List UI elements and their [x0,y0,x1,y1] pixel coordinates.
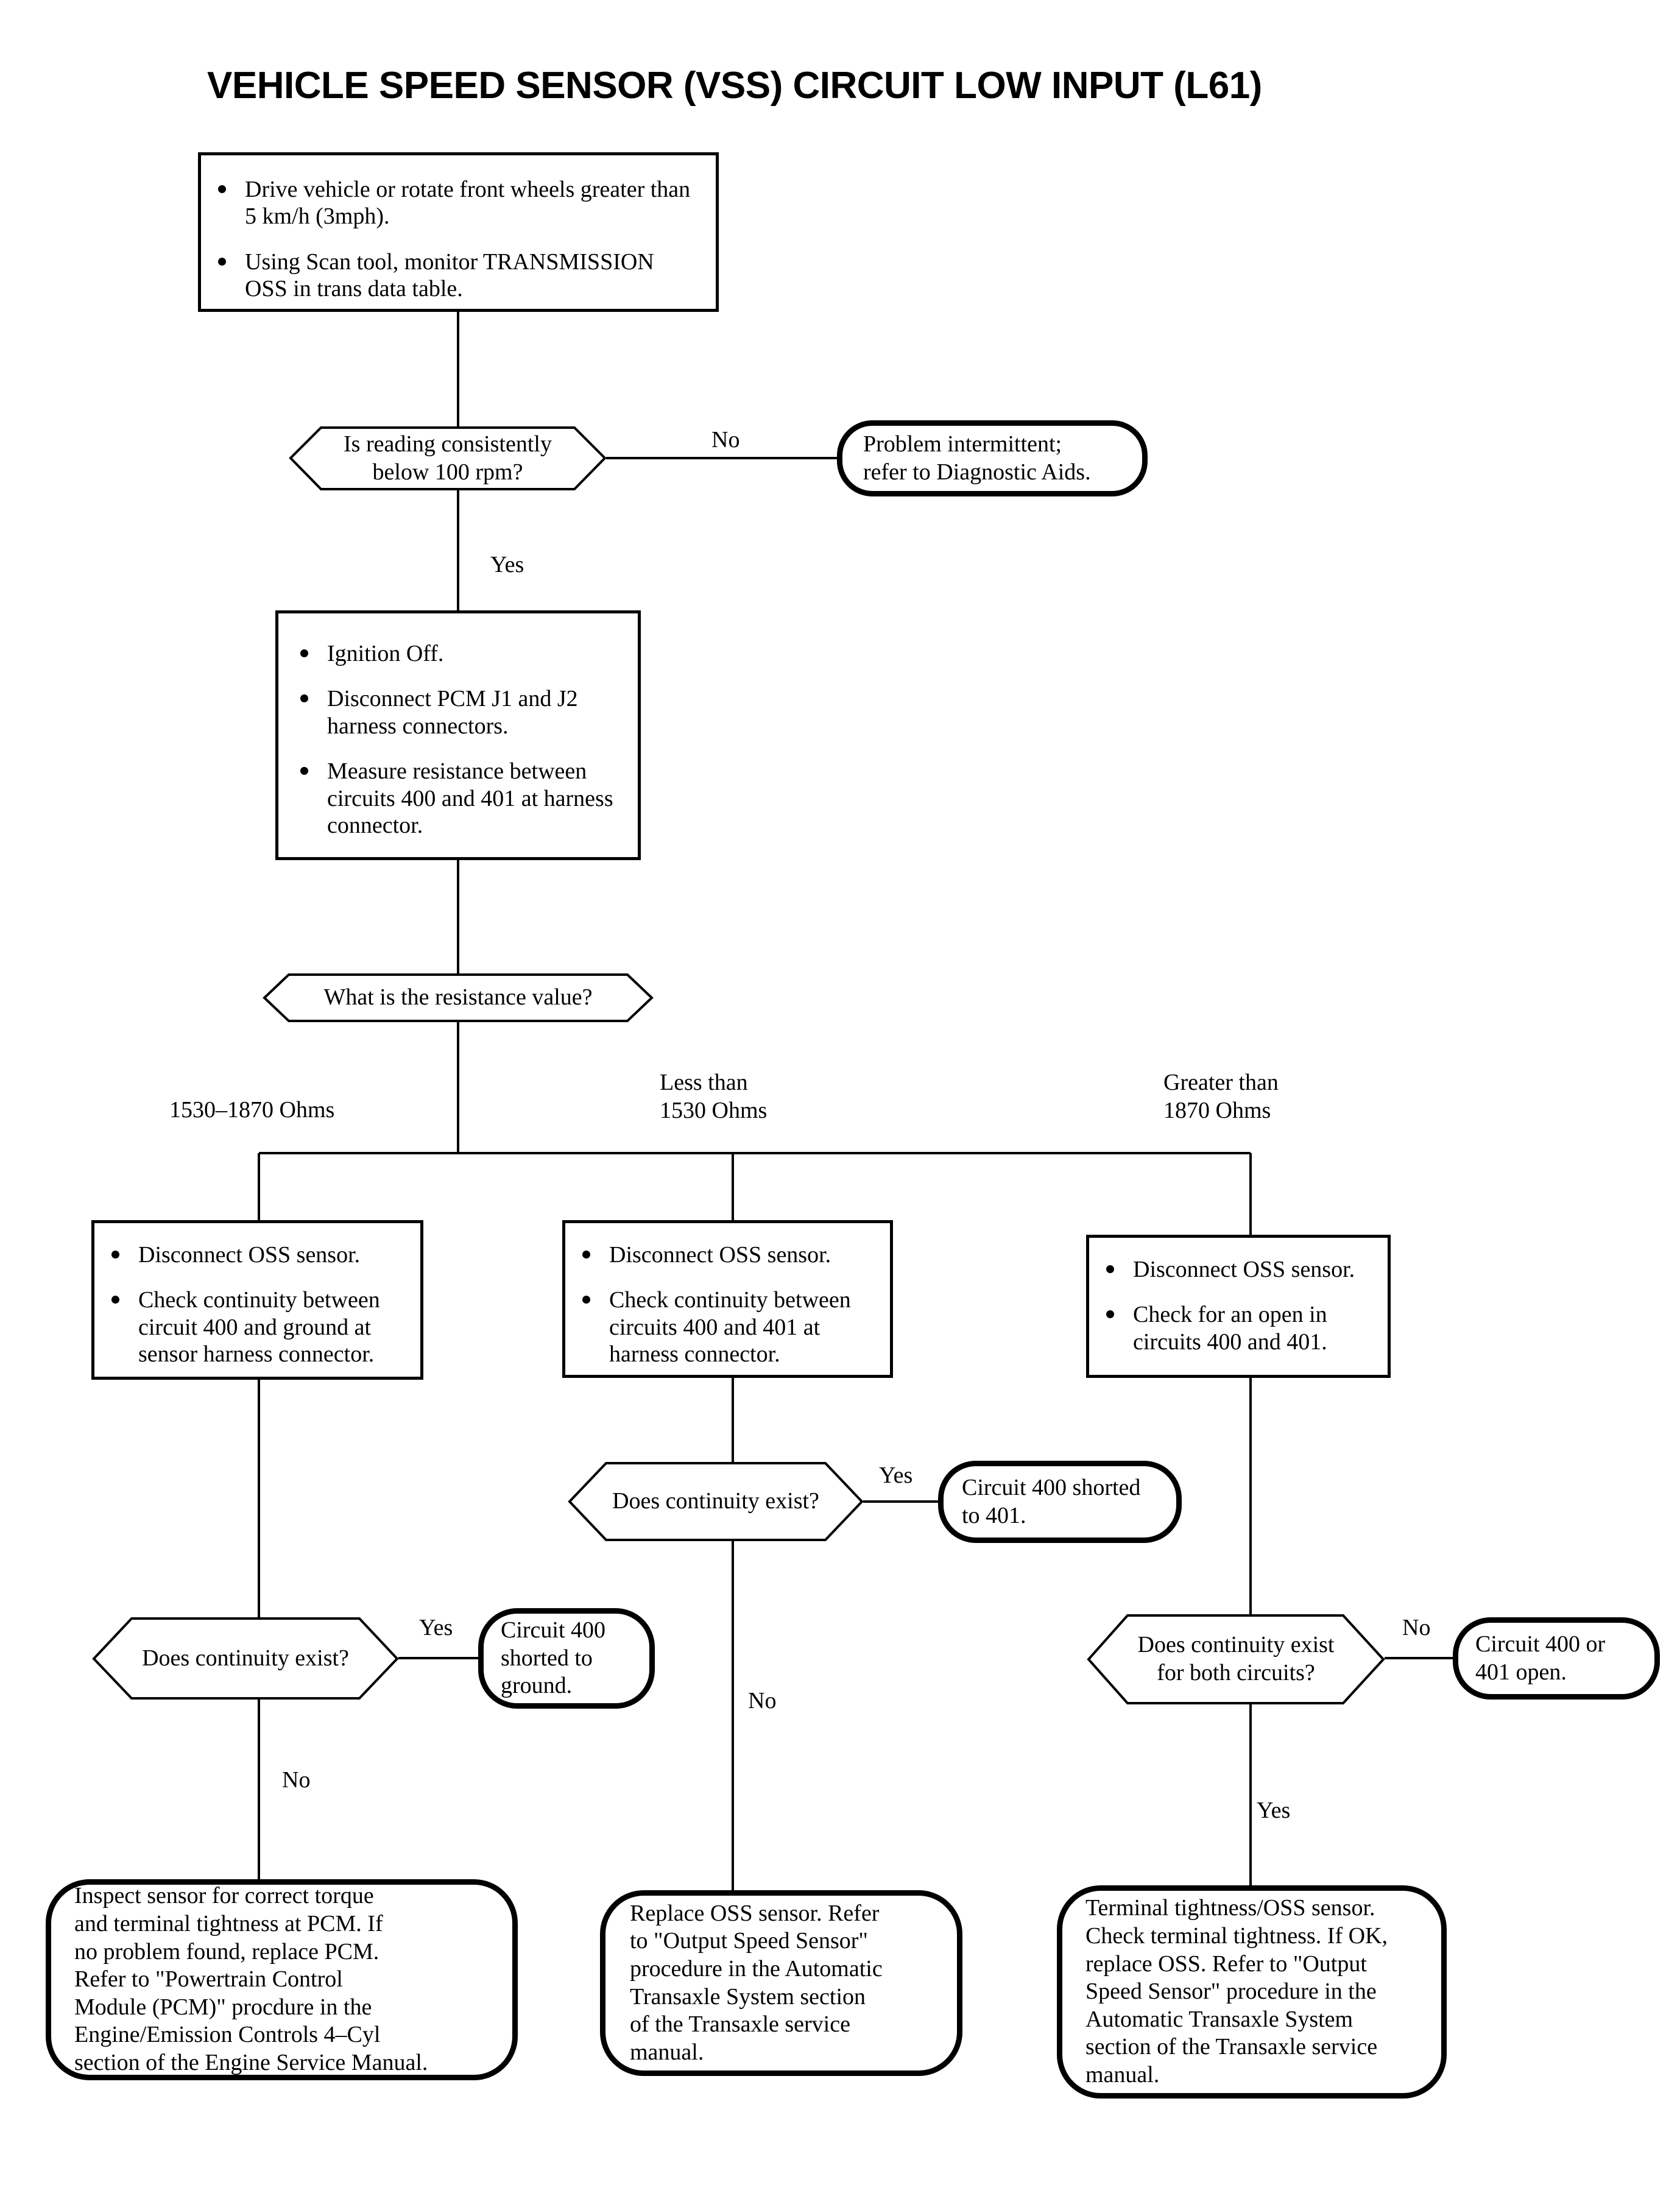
terminator-text: Replace OSS sensor. Refer to "Output Spe… [630,1900,883,2065]
bullet-item: Check continuity between circuit 400 and… [101,1287,407,1368]
process-box-right-open-check: Disconnect OSS sensor. Check for an open… [1086,1235,1391,1378]
edge-label-right-no: No [1402,1615,1431,1640]
bullet-item: Ignition Off. [289,640,622,667]
decision-center-does-continuity-exist: Does continuity exist? [568,1462,864,1541]
decision-label: Does continuity exist? [142,1645,349,1671]
bullet-item: Measure resistance between circuits 400 … [289,758,622,839]
terminator-text: Circuit 400 shorted to 401. [962,1474,1141,1528]
decision-what-is-resistance-value: What is the resistance value? [263,973,654,1022]
bullet-list: Disconnect OSS sensor. Check continuity … [571,1241,877,1368]
bullet-list: Disconnect OSS sensor. Check for an open… [1095,1256,1375,1355]
terminator-replace-oss-sensor: Replace OSS sensor. Refer to "Output Spe… [600,1890,962,2076]
edge-label-reading-no: No [711,427,740,453]
edge-label-center-yes: Yes [879,1463,913,1488]
bullet-item: Check continuity between circuits 400 an… [571,1287,877,1368]
bullet-list: Disconnect OSS sensor. Check continuity … [101,1241,407,1368]
terminator-text: Circuit 400 shorted to ground. [501,1617,606,1699]
terminator-inspect-sensor-replace-pcm: Inspect sensor for correct torque and te… [46,1879,518,2080]
decision-label: Does continuity exist? [612,1488,819,1514]
bullet-item: Disconnect OSS sensor. [1095,1256,1375,1283]
edge-label-center-no: No [748,1688,777,1714]
bullet-item: Drive vehicle or rotate front wheels gre… [207,176,697,230]
edge-label-ohms-right: Greater than 1870 Ohms [1163,1070,1279,1123]
hexagon-shape [1087,1614,1385,1704]
process-box-center-continuity-check: Disconnect OSS sensor. Check continuity … [562,1220,893,1378]
terminator-text: Inspect sensor for correct torque and te… [74,1883,428,2075]
edge-label-left-yes: Yes [419,1615,453,1640]
decision-label: Is reading consistently below 100 rpm? [344,431,552,485]
hexagon-shape [568,1462,864,1541]
decision-label: Does continuity exist for both circuits? [1137,1632,1335,1686]
hexagon-shape [92,1617,399,1700]
terminator-problem-intermittent: Problem intermittent; refer to Diagnosti… [837,420,1148,496]
terminator-circuit-400-shorted-to-401: Circuit 400 shorted to 401. [938,1461,1182,1543]
bullet-item: Using Scan tool, monitor TRANSMISSION OS… [207,249,697,303]
bullet-item: Disconnect OSS sensor. [571,1241,877,1268]
decision-label: What is the resistance value? [323,984,593,1011]
terminator-circuit-400-shorted-to-ground: Circuit 400 shorted to ground. [478,1608,655,1709]
terminator-text: Terminal tightness/OSS sensor. Check ter… [1085,1895,1388,2088]
bullet-list: Drive vehicle or rotate front wheels gre… [207,176,697,303]
decision-right-does-continuity-exist-both: Does continuity exist for both circuits? [1087,1614,1385,1704]
decision-is-reading-below-100rpm: Is reading consistently below 100 rpm? [289,426,607,490]
terminator-text: Circuit 400 or 401 open. [1475,1631,1606,1685]
process-box-left-continuity-check: Disconnect OSS sensor. Check continuity … [91,1220,423,1380]
terminator-circuit-400-or-401-open: Circuit 400 or 401 open. [1453,1617,1660,1700]
process-box-measure-resistance: Ignition Off. Disconnect PCM J1 and J2 h… [275,610,641,860]
terminator-terminal-tightness-oss-sensor: Terminal tightness/OSS sensor. Check ter… [1057,1885,1447,2099]
edge-label-ohms-left: 1530–1870 Ohms [169,1097,335,1123]
hexagon-shape [289,426,607,490]
edge-label-ohms-center: Less than 1530 Ohms [660,1070,768,1123]
hexagon-shape [263,973,654,1022]
bullet-item: Check for an open in circuits 400 and 40… [1095,1301,1375,1355]
page-title: VEHICLE SPEED SENSOR (VSS) CIRCUIT LOW I… [207,65,1262,107]
decision-left-does-continuity-exist: Does continuity exist? [92,1617,399,1700]
terminator-text: Problem intermittent; refer to Diagnosti… [863,431,1091,485]
process-box-start-step: Drive vehicle or rotate front wheels gre… [198,152,719,312]
bullet-list: Ignition Off. Disconnect PCM J1 and J2 h… [289,640,622,839]
edge-label-right-yes: Yes [1257,1798,1291,1823]
bullet-item: Disconnect PCM J1 and J2 harness connect… [289,685,622,740]
edge-label-reading-yes: Yes [490,552,524,577]
bullet-item: Disconnect OSS sensor. [101,1241,407,1268]
edge-label-left-no: No [282,1767,311,1793]
